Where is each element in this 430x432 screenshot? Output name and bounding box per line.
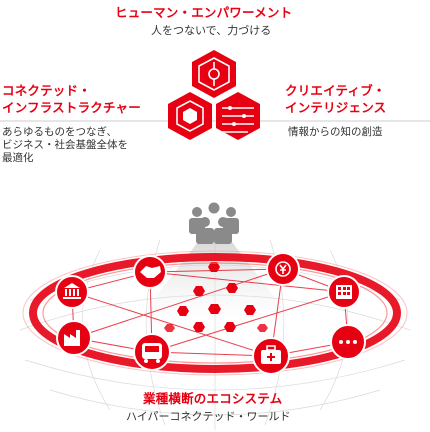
bottom-subtitle: ハイパーコネクテッド・ワールド xyxy=(126,410,291,423)
group-people-icon xyxy=(189,202,239,244)
government-building-icon xyxy=(63,283,81,299)
factory-icon xyxy=(64,330,80,346)
top-title: ヒューマン・エンパワーメント xyxy=(115,5,293,20)
bottom-title: 業種横断のエコシステム xyxy=(143,391,283,406)
hospital-building-icon xyxy=(336,285,352,299)
left-desc-line1: あらゆるものをつなぎ、 xyxy=(2,126,117,138)
left-desc-line2: ビジネス・社会基盤全体を xyxy=(2,139,128,151)
left-title-line2: インフラストラクチャー xyxy=(2,100,141,115)
more-icon xyxy=(339,340,357,344)
left-desc-line3: 最適化 xyxy=(2,152,34,164)
right-desc: 情報からの知の創造 xyxy=(288,126,383,138)
bus-icon xyxy=(142,343,162,363)
hexagon-emblem xyxy=(168,50,260,140)
right-title-line1: クリエイティブ・ xyxy=(285,83,386,98)
right-title-line2: インテリジェンス xyxy=(285,100,387,115)
top-subtitle: 人をつないで、力づける xyxy=(151,24,272,37)
light-beam xyxy=(130,242,300,330)
ecosystem-ring xyxy=(22,250,408,376)
data-hexagons xyxy=(164,262,268,332)
handshake-icon xyxy=(140,266,161,278)
currency-icon xyxy=(275,261,291,277)
left-title-line1: コネクテッド・ xyxy=(2,83,91,98)
medical-kit-icon xyxy=(261,345,281,364)
